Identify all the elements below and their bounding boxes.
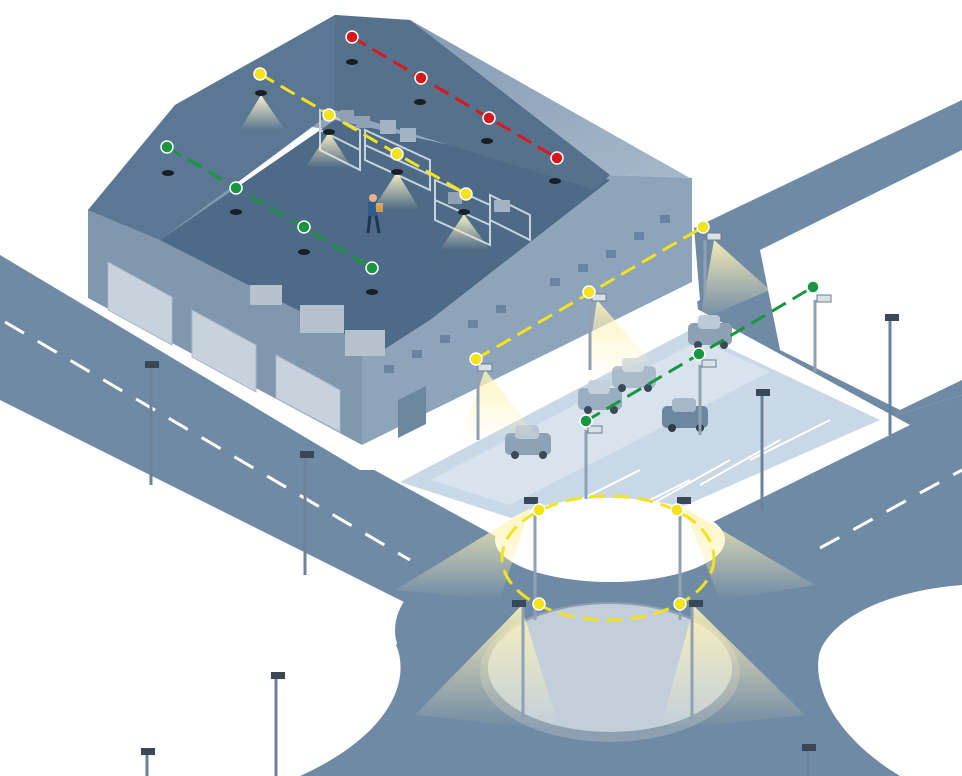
lighting-group-yellow-parking (469, 220, 722, 440)
group-node-green (365, 261, 379, 275)
high-bay-light-icon (346, 59, 358, 65)
group-node-green (297, 220, 311, 234)
group-node-red (345, 30, 359, 44)
high-bay-light-icon (298, 249, 310, 255)
street-light-icon (802, 744, 816, 751)
car-icon (578, 380, 622, 414)
high-bay-light-icon (414, 99, 426, 105)
lighting-group-green-warehouse (160, 140, 379, 295)
roadside-lights (141, 314, 899, 776)
group-ring-yellow (500, 494, 716, 622)
street-light-icon (141, 748, 155, 755)
group-node-yellow (582, 285, 596, 299)
group-node-green (229, 181, 243, 195)
sidewalk-corner-left (0, 400, 401, 776)
group-node-yellow (532, 597, 546, 611)
high-bay-light-icon (391, 169, 403, 175)
group-node-yellow (670, 503, 684, 517)
parking-upper-row (430, 340, 770, 505)
group-node-red (482, 111, 496, 125)
lighting-group-green-parking (579, 280, 832, 505)
high-bay-light-icon (255, 90, 267, 96)
east-block (760, 150, 962, 410)
street-light-icon (512, 600, 526, 607)
warehouse-windows (384, 215, 670, 373)
group-node-green (579, 414, 593, 428)
street-light-icon (524, 497, 538, 504)
high-bay-light-icon (458, 209, 470, 215)
street-light-icon (271, 672, 285, 679)
high-bay-light-icon (549, 178, 561, 184)
street-light-icon (677, 497, 691, 504)
storage-boxes (250, 110, 510, 356)
group-node-yellow (532, 503, 546, 517)
parking-lot (365, 305, 910, 585)
street-light-icon (300, 451, 314, 458)
sidewalk-corner-right (818, 585, 962, 776)
street-light-icon (477, 363, 493, 372)
group-node-yellow (696, 220, 710, 234)
interior-light-beams (240, 95, 490, 250)
group-node-green (806, 280, 820, 294)
warehouse (85, 15, 700, 470)
car-icon (688, 315, 732, 349)
high-bay-light-icon (162, 170, 174, 176)
group-node-green (692, 347, 706, 361)
group-node-yellow (459, 187, 473, 201)
street-light-icon (689, 600, 703, 607)
group-node-red (414, 71, 428, 85)
car-icon (662, 398, 708, 432)
warehouse-inner-right-wall (335, 15, 610, 190)
street-light-icon (756, 389, 770, 396)
group-node-yellow (390, 147, 404, 161)
street-light-icon (701, 359, 717, 368)
street-light-icon (706, 232, 722, 241)
lane-marking-left (4, 320, 411, 562)
group-node-yellow (253, 67, 267, 81)
street-light-icon (885, 314, 899, 321)
roller-doors (107, 261, 341, 433)
road-main-left (0, 255, 560, 610)
group-node-red (550, 151, 564, 165)
parking-light-beams (460, 240, 770, 440)
street-light-icon (145, 361, 159, 368)
warehouse-front-doors (398, 386, 426, 438)
warehouse-front-wall (362, 175, 692, 445)
warehouse-back-wall (88, 15, 335, 240)
high-bay-light-icon (323, 129, 335, 135)
high-bay-light-icon (366, 289, 378, 295)
lighting-group-red (345, 30, 564, 184)
lighting-group-yellow-roundabout (500, 494, 716, 720)
lighting-group-yellow-warehouse (253, 67, 473, 215)
group-node-green (160, 140, 174, 154)
high-bay-light-icon (481, 138, 493, 144)
high-bay-light-icon (230, 209, 242, 215)
street-light-icon (587, 425, 603, 434)
group-node-yellow (322, 108, 336, 122)
group-node-yellow (469, 352, 483, 366)
street-light-icon (816, 294, 832, 303)
lane-marking-right (819, 468, 962, 550)
group-node-yellow (673, 597, 687, 611)
roundabout-top-curb (495, 498, 725, 582)
